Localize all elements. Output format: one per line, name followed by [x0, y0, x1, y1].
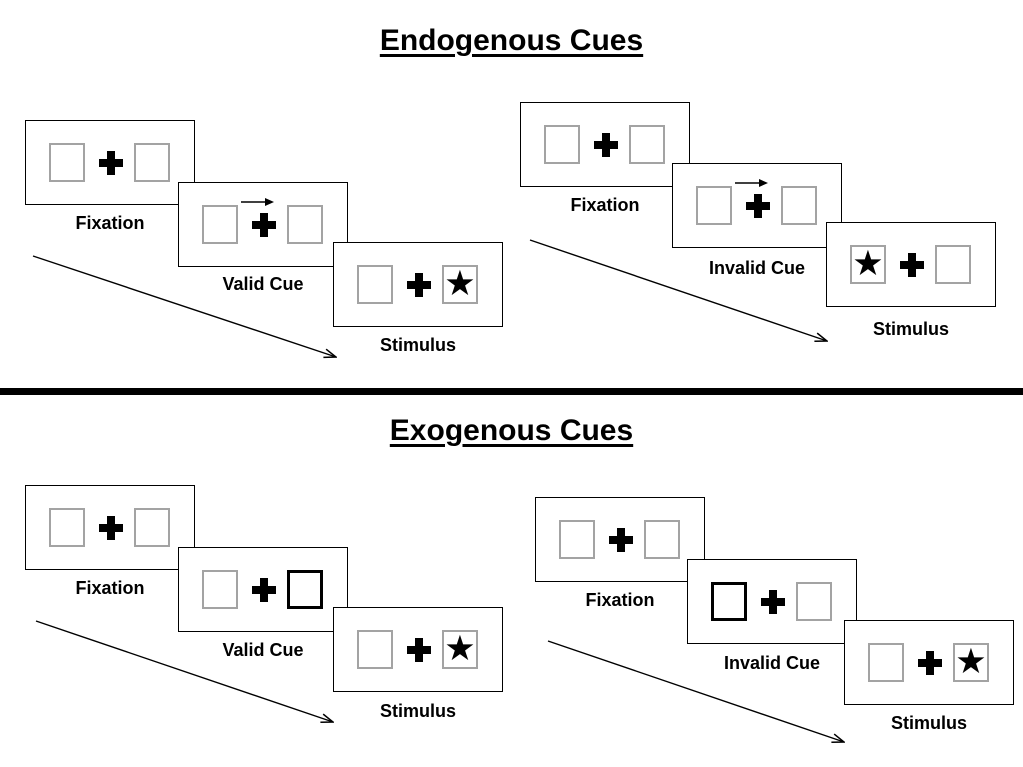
section-title-exogenous: Exogenous Cues: [389, 414, 634, 447]
fixation-panel: [25, 485, 195, 570]
right-arrow-icon: [241, 198, 274, 206]
fixation-cross-icon: [594, 133, 618, 157]
sequence-arrow-exogenous-invalid: [547, 640, 844, 742]
fixation-cross-icon: [746, 194, 770, 218]
right-arrow-icon: [735, 179, 768, 187]
fixation-cross-icon: [407, 273, 431, 297]
right-placeholder-box: [134, 143, 170, 182]
right-placeholder-box: [935, 245, 971, 284]
left-placeholder-box: [202, 570, 238, 609]
panel-label: Stimulus: [379, 701, 456, 721]
fixation-cross-icon: [99, 151, 123, 175]
star-icon: ★: [444, 629, 476, 669]
valid-cue-panel: [178, 547, 348, 632]
panel-label: Fixation: [75, 213, 145, 233]
fixation-cross-icon: [761, 590, 785, 614]
fixation-cross-icon: [407, 638, 431, 662]
left-placeholder-box: [49, 143, 85, 182]
panel-label: Fixation: [75, 578, 145, 598]
fixation-cross-icon: [900, 253, 924, 277]
panel-label: Valid Cue: [222, 274, 304, 294]
fixation-panel: [520, 102, 690, 187]
star-icon: ★: [444, 264, 476, 304]
fixation-panel: [535, 497, 705, 582]
fixation-cross-icon: [918, 651, 942, 675]
section-title-endogenous: Endogenous Cues: [379, 24, 644, 57]
right-target-box: ★: [442, 265, 478, 304]
panel-label: Invalid Cue: [708, 258, 806, 278]
star-icon: ★: [955, 642, 987, 682]
right-placeholder-box: [644, 520, 680, 559]
sequence-arrow-endogenous-invalid: [529, 239, 827, 341]
section-divider: [0, 388, 1023, 395]
panel-label: Stimulus: [890, 713, 967, 733]
panel-label: Invalid Cue: [723, 653, 821, 673]
left-placeholder-box: [357, 630, 393, 669]
fixation-cross-icon: [609, 528, 633, 552]
left-placeholder-box: [202, 205, 238, 244]
stimulus-panel: ★: [826, 222, 996, 307]
left-placeholder-box: [49, 508, 85, 547]
invalid-cue-panel: [672, 163, 842, 248]
valid-cue-panel: [178, 182, 348, 267]
panel-label: Stimulus: [379, 335, 456, 355]
stimulus-panel: ★: [333, 607, 503, 692]
left-highlighted-cue-box: [711, 582, 747, 621]
right-target-box: ★: [953, 643, 989, 682]
sequence-arrow-exogenous-valid: [35, 620, 333, 722]
panel-label: Valid Cue: [222, 640, 304, 660]
right-placeholder-box: [287, 205, 323, 244]
fixation-cross-icon: [252, 213, 276, 237]
left-placeholder-box: [696, 186, 732, 225]
fixation-panel: [25, 120, 195, 205]
panel-label: Fixation: [585, 590, 655, 610]
left-placeholder-box: [544, 125, 580, 164]
panel-label: Fixation: [570, 195, 640, 215]
right-placeholder-box: [796, 582, 832, 621]
left-target-box: ★: [850, 245, 886, 284]
stimulus-panel: ★: [333, 242, 503, 327]
left-placeholder-box: [868, 643, 904, 682]
left-placeholder-box: [559, 520, 595, 559]
fixation-cross-icon: [99, 516, 123, 540]
right-target-box: ★: [442, 630, 478, 669]
sequence-arrow-endogenous-valid: [32, 255, 336, 357]
fixation-cross-icon: [252, 578, 276, 602]
invalid-cue-panel: [687, 559, 857, 644]
left-placeholder-box: [357, 265, 393, 304]
stimulus-panel: ★: [844, 620, 1014, 705]
right-highlighted-cue-box: [287, 570, 323, 609]
star-icon: ★: [852, 244, 884, 284]
right-placeholder-box: [781, 186, 817, 225]
right-placeholder-box: [629, 125, 665, 164]
right-placeholder-box: [134, 508, 170, 547]
panel-label: Stimulus: [872, 319, 949, 339]
